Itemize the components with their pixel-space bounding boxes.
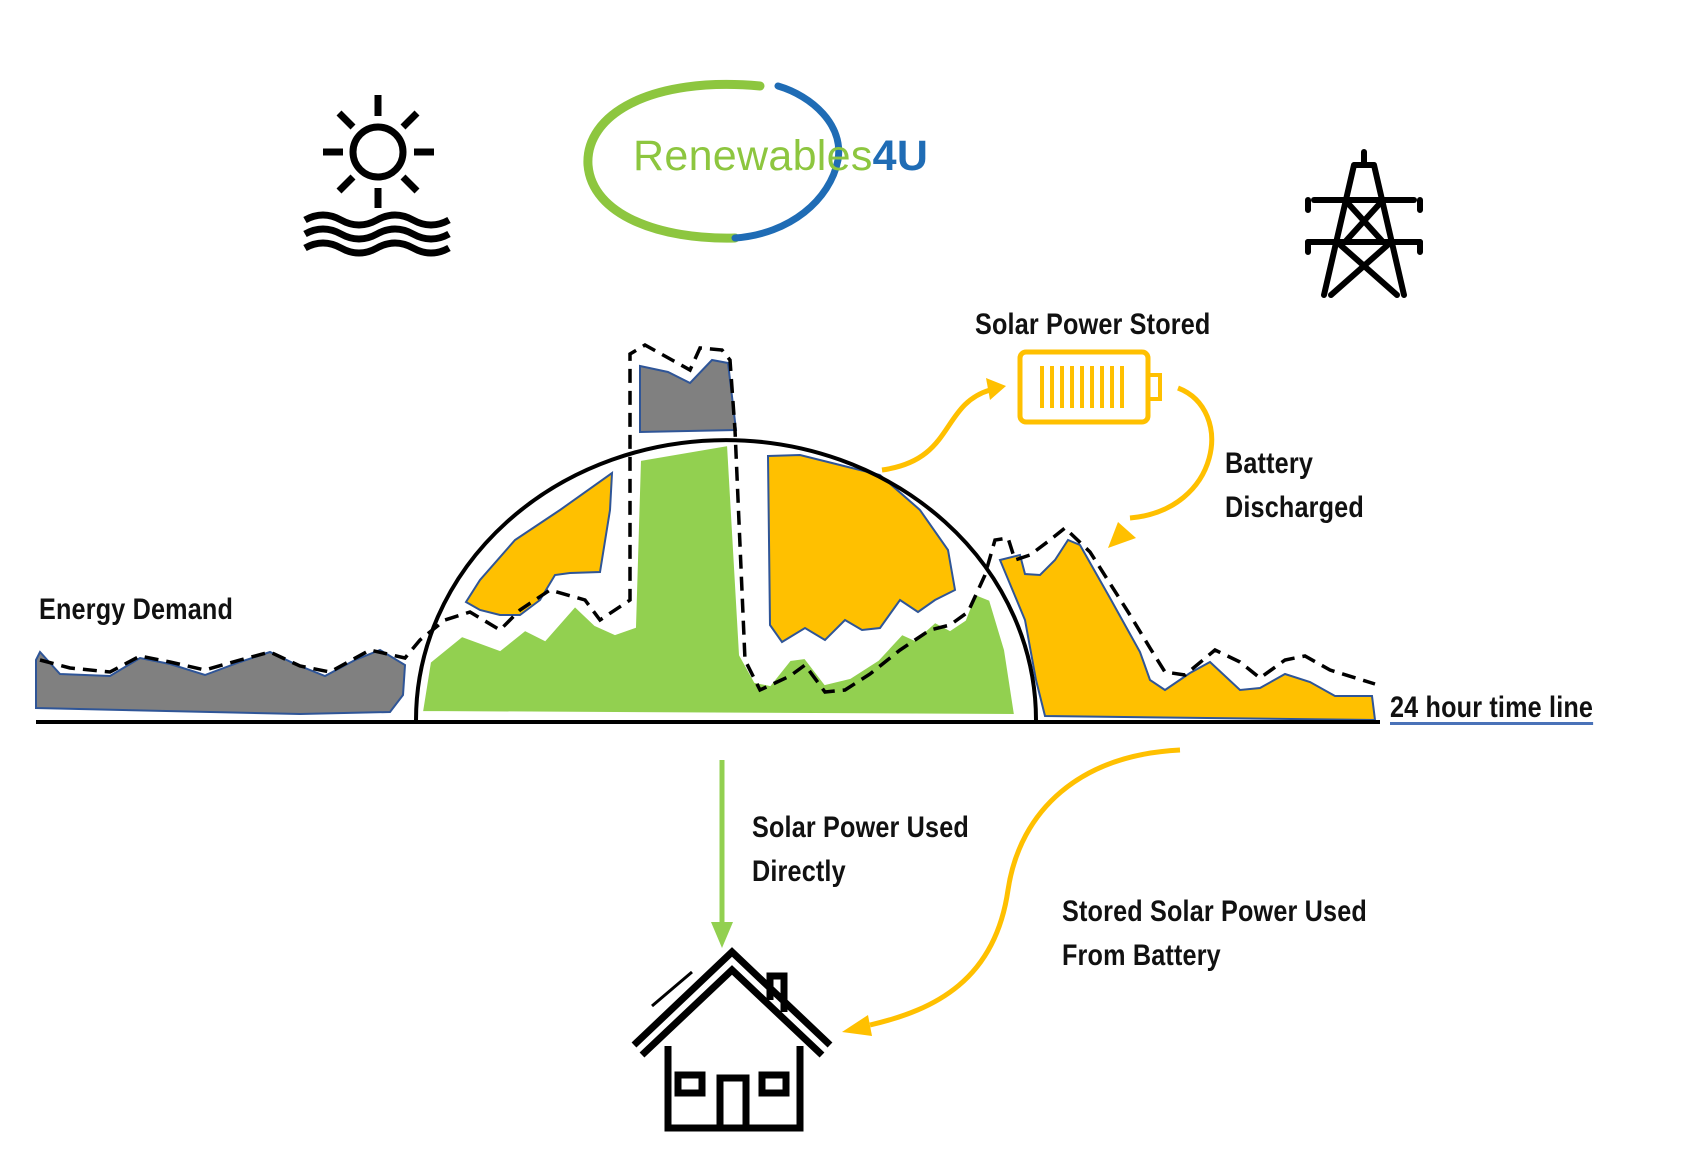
solar-used-directly-line-1: Solar Power Used bbox=[752, 811, 969, 844]
battery-discharge-arrow bbox=[1108, 385, 1215, 548]
solar-used-directly-line-2: Directly bbox=[752, 855, 846, 888]
battery-discharged-line-2: Discharged bbox=[1225, 491, 1364, 524]
battery-charge-arrow bbox=[881, 378, 1006, 473]
battery-icon bbox=[1017, 349, 1162, 425]
stored-used-line-1: Stored Solar Power Used bbox=[1062, 895, 1367, 928]
solar-generation-dome bbox=[414, 438, 1038, 721]
energy-demand-curve bbox=[39, 342, 1376, 694]
battery-discharge-area bbox=[998, 538, 1377, 722]
brand-logo bbox=[583, 79, 843, 243]
energy-demand-label: Energy Demand bbox=[39, 593, 234, 626]
sun-over-water-icon bbox=[303, 95, 451, 257]
logo-green-swoosh bbox=[583, 79, 765, 243]
solar-stored-right bbox=[766, 453, 957, 644]
battery-discharged-line-1: Battery bbox=[1225, 447, 1314, 480]
solar-used-directly-label: Solar Power Used Directly bbox=[752, 806, 969, 894]
timeline-label: 24 hour time line bbox=[1390, 691, 1594, 724]
house-icon bbox=[631, 947, 833, 1132]
solar-direct-area bbox=[420, 443, 1017, 717]
stored-used-from-battery-label: Stored Solar Power Used From Battery bbox=[1062, 890, 1367, 978]
grid-demand-left bbox=[35, 648, 407, 716]
stored-solar-arrow bbox=[842, 747, 1181, 1036]
stored-used-line-2: From Battery bbox=[1062, 939, 1221, 972]
brand-name: Renewables4U bbox=[633, 132, 928, 181]
power-pylon-icon bbox=[1305, 149, 1423, 298]
solar-power-stored-label: Solar Power Stored bbox=[975, 308, 1211, 341]
logo-blue-swoosh bbox=[731, 82, 843, 242]
solar-direct-arrow bbox=[711, 760, 733, 948]
battery-discharged-label: Battery Discharged bbox=[1225, 442, 1364, 530]
grid-demand-peak bbox=[639, 358, 738, 434]
brand-name-accent: 4U bbox=[872, 132, 929, 180]
brand-name-main: Renewables bbox=[633, 132, 873, 180]
solar-stored-left bbox=[464, 470, 614, 616]
